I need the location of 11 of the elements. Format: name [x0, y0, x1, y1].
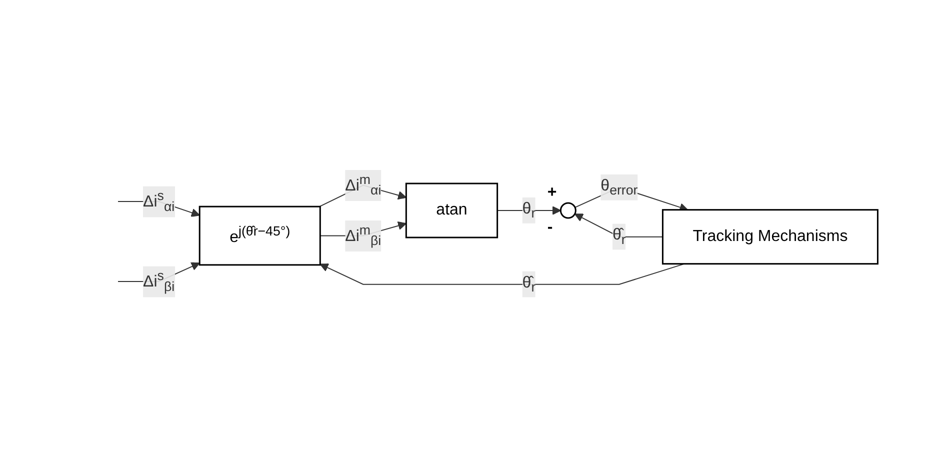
node-box: Tracking Mechanisms: [662, 208, 878, 264]
arrow: [319, 263, 685, 285]
sign-label: +: [546, 184, 556, 201]
edge-label: θ̂$_{r}$: [612, 226, 626, 247]
sign-label: -: [546, 218, 552, 236]
edge-label: θ̂$_{r}$: [522, 274, 536, 294]
edge-label: θ$_{r}$: [522, 200, 536, 220]
node-box: atan: [405, 182, 498, 238]
edge-label: θ$_{error}$: [600, 177, 638, 198]
node-circle: [560, 202, 576, 219]
node-box: e$^{j(θ̂r−45°)}$: [198, 206, 321, 266]
